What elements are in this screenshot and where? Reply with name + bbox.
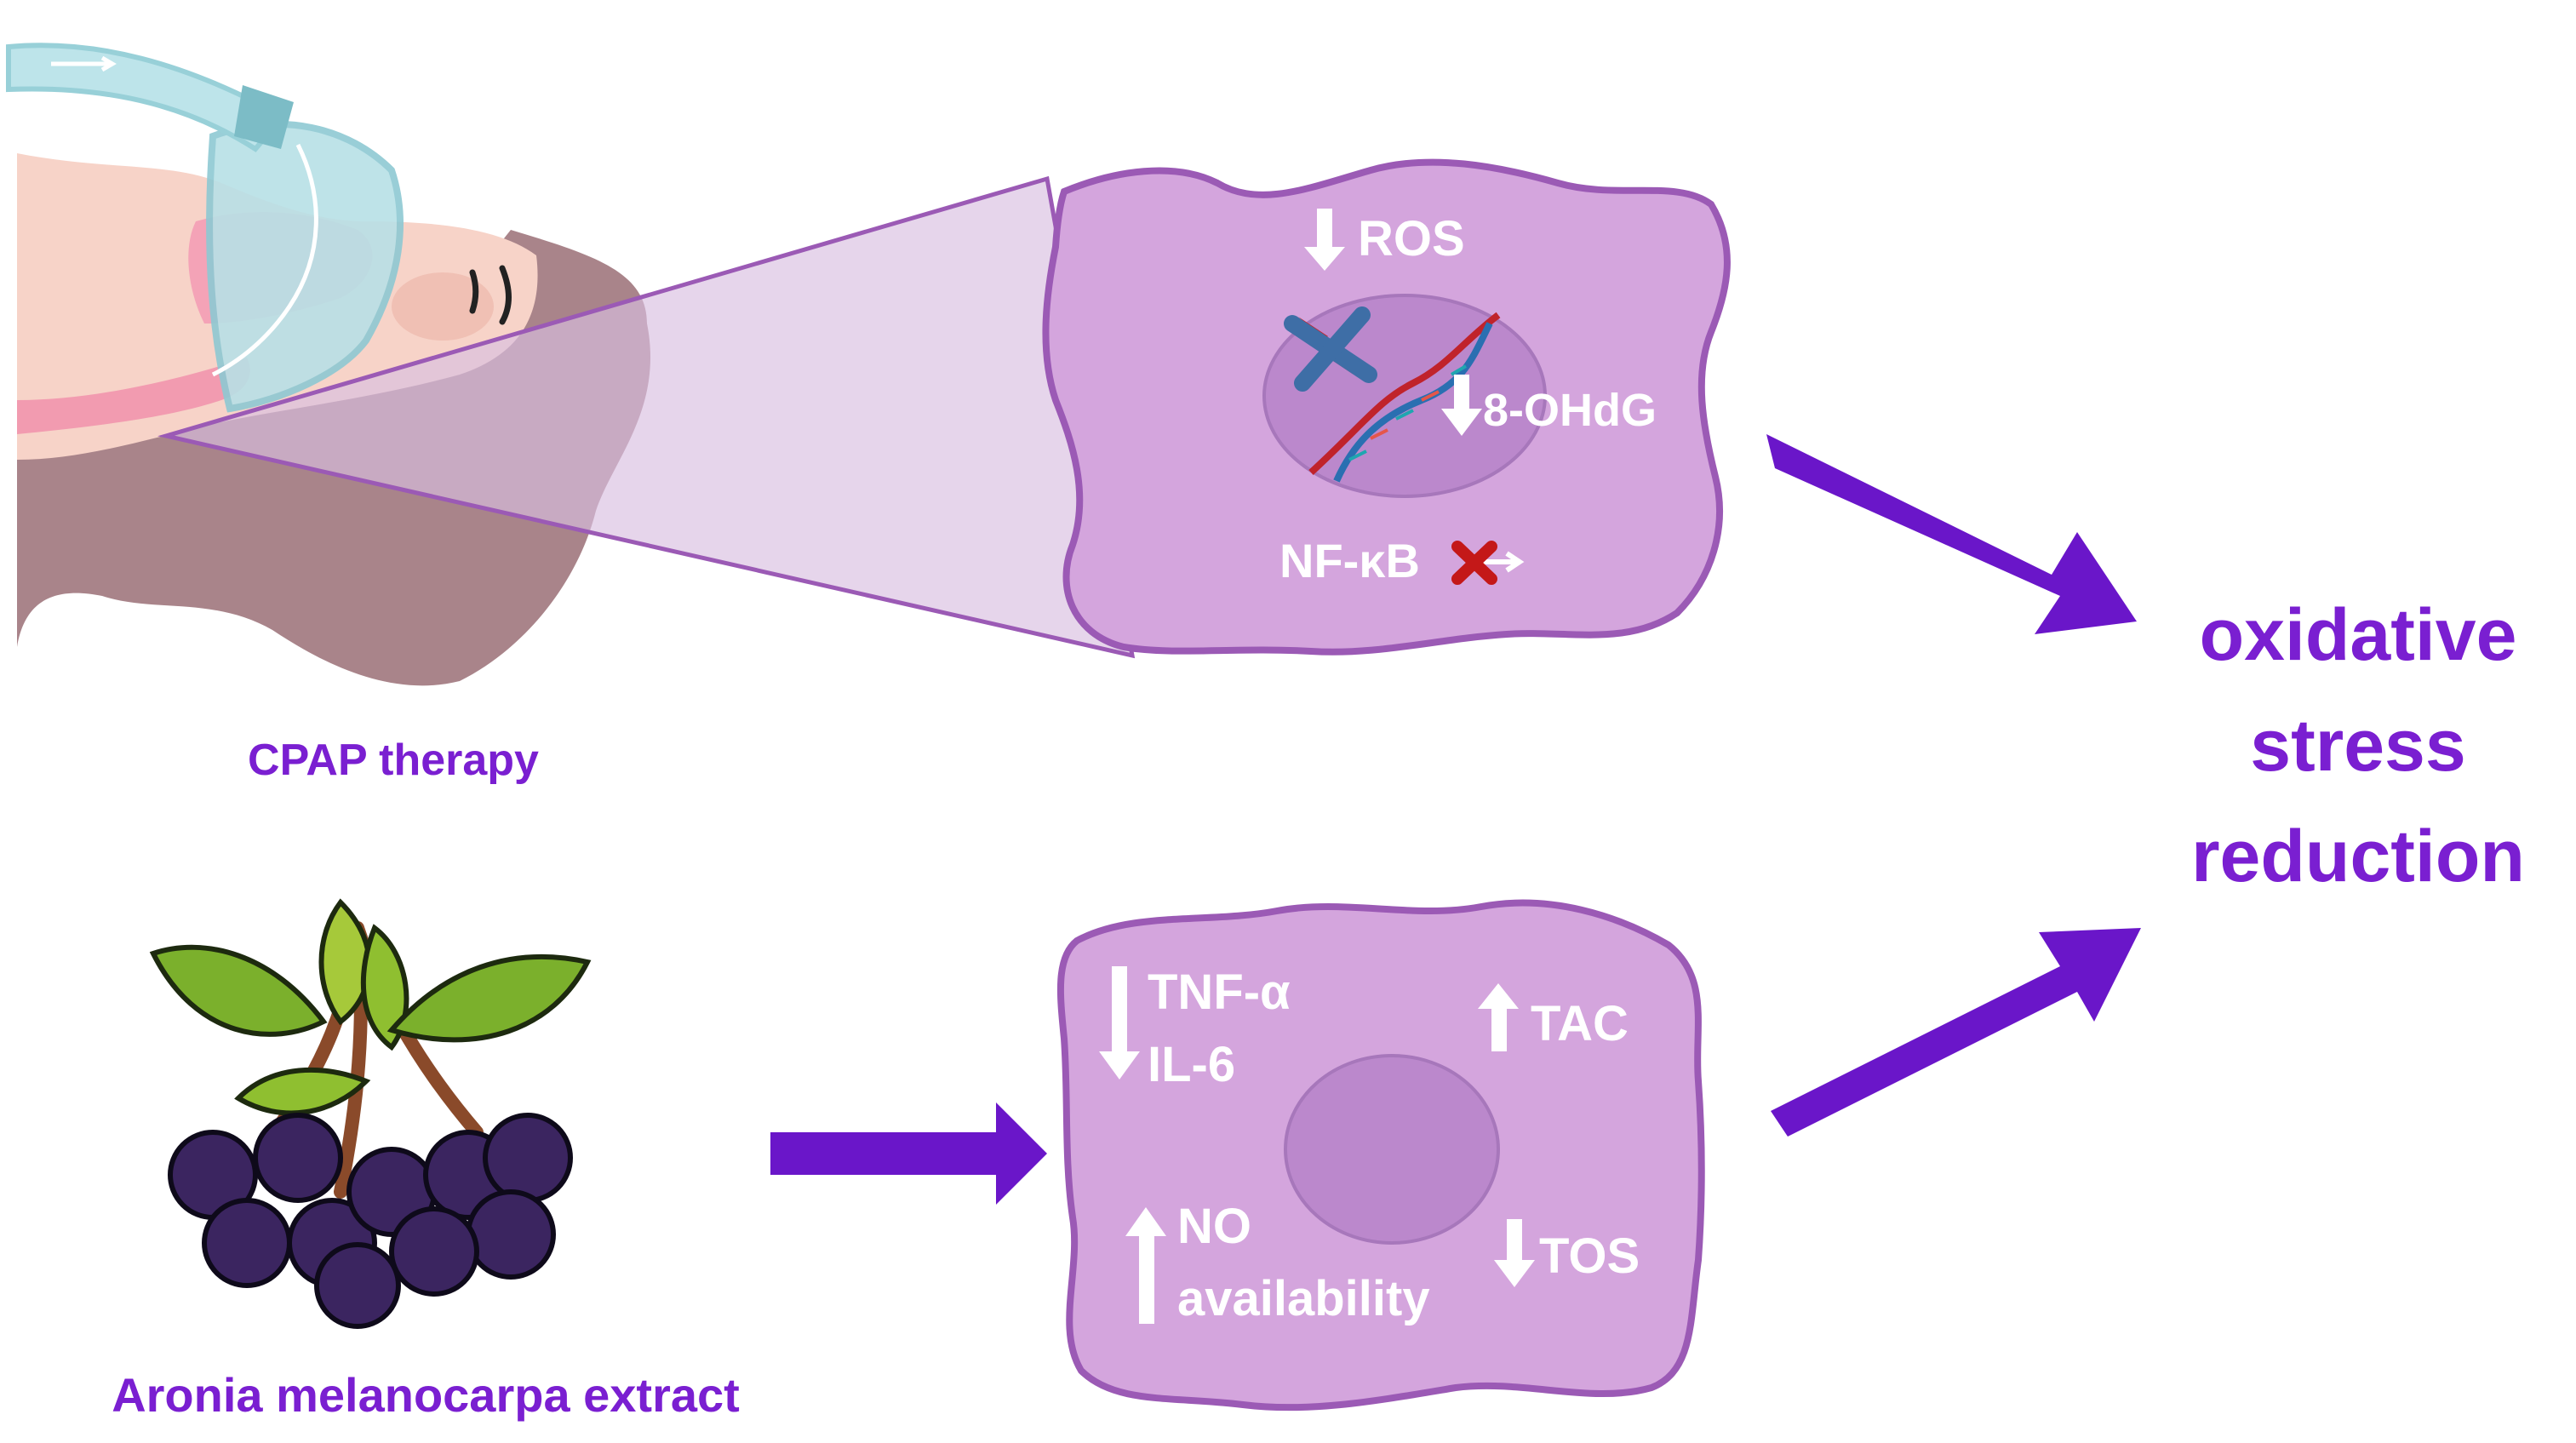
cpap-mask: [206, 120, 404, 413]
no-availability-indicator: NO availability: [1125, 1199, 1430, 1326]
tos-label: TOS: [1539, 1228, 1640, 1284]
berry: [483, 1113, 573, 1203]
outcome-label: oxidative stress reduction: [2191, 594, 2525, 897]
down-arrow-icon: [1304, 209, 1345, 271]
aronia-berries-illustration: [149, 898, 592, 1329]
closed-eye: [469, 265, 512, 325]
tac-indicator: TAC: [1478, 983, 1629, 1051]
cell-bottom: TNF-α IL-6 TAC NO availability TOS: [1056, 899, 1705, 1412]
berry: [389, 1206, 479, 1297]
nucleus-bottom: [1284, 1054, 1500, 1245]
outcome-line-3: reduction: [2191, 816, 2525, 897]
ros-indicator: ROS: [1304, 209, 1465, 271]
cheek-shade: [392, 272, 494, 341]
aronia-extract-label: Aronia melanocarpa extract: [112, 1368, 740, 1422]
berry: [253, 1113, 343, 1203]
arrow-top-cell-to-outcome: [1766, 434, 2137, 634]
tnf-label: TNF-α: [1148, 965, 1291, 1020]
cytokine-indicator: TNF-α IL-6: [1099, 965, 1291, 1092]
no-label: NO: [1177, 1199, 1251, 1254]
outcome-line-1: oxidative: [2200, 594, 2517, 676]
ohdg-indicator: 8-OHdG: [1441, 375, 1657, 436]
berry: [466, 1189, 556, 1280]
ros-label: ROS: [1358, 211, 1465, 266]
berry: [202, 1198, 292, 1288]
down-arrow-icon: [1494, 1219, 1535, 1287]
nfkb-label: NF-κB: [1279, 534, 1420, 587]
down-arrow-icon: [1099, 966, 1140, 1079]
airflow-path: [211, 143, 318, 377]
leaf-icon: [386, 954, 592, 1043]
hose-connector: [234, 85, 294, 149]
cell-top: ROS 8-OHdG NF-κB: [1042, 158, 1731, 656]
tos-indicator: TOS: [1494, 1219, 1640, 1287]
availability-label: availability: [1177, 1271, 1430, 1326]
arrow-bottom-cell-to-outcome: [1771, 928, 2141, 1137]
airway-shape: [17, 358, 250, 434]
blocked-cross-icon: [1284, 306, 1377, 392]
arrow-aronia-to-cell: [770, 1102, 1047, 1205]
outcome-line-2: stress: [2250, 705, 2465, 787]
berry: [314, 1242, 401, 1329]
dna-helix-icon: [1308, 312, 1501, 483]
ohdg-label: 8-OHdG: [1483, 385, 1657, 436]
nfkb-indicator: NF-κB: [1279, 534, 1525, 587]
leaf-icon: [149, 944, 328, 1037]
cpap-therapy-label: CPAP therapy: [248, 736, 539, 785]
leaf-icon: [234, 1067, 371, 1116]
airflow-arrow: [51, 55, 117, 72]
up-arrow-icon: [1125, 1207, 1166, 1324]
down-arrow-icon: [1441, 375, 1482, 436]
up-arrow-icon: [1478, 983, 1519, 1051]
tac-label: TAC: [1531, 996, 1629, 1051]
il6-label: IL-6: [1148, 1037, 1235, 1092]
leaf-icon: [360, 924, 409, 1051]
leaf-icon: [318, 898, 372, 1026]
red-x-icon: [1451, 541, 1497, 585]
